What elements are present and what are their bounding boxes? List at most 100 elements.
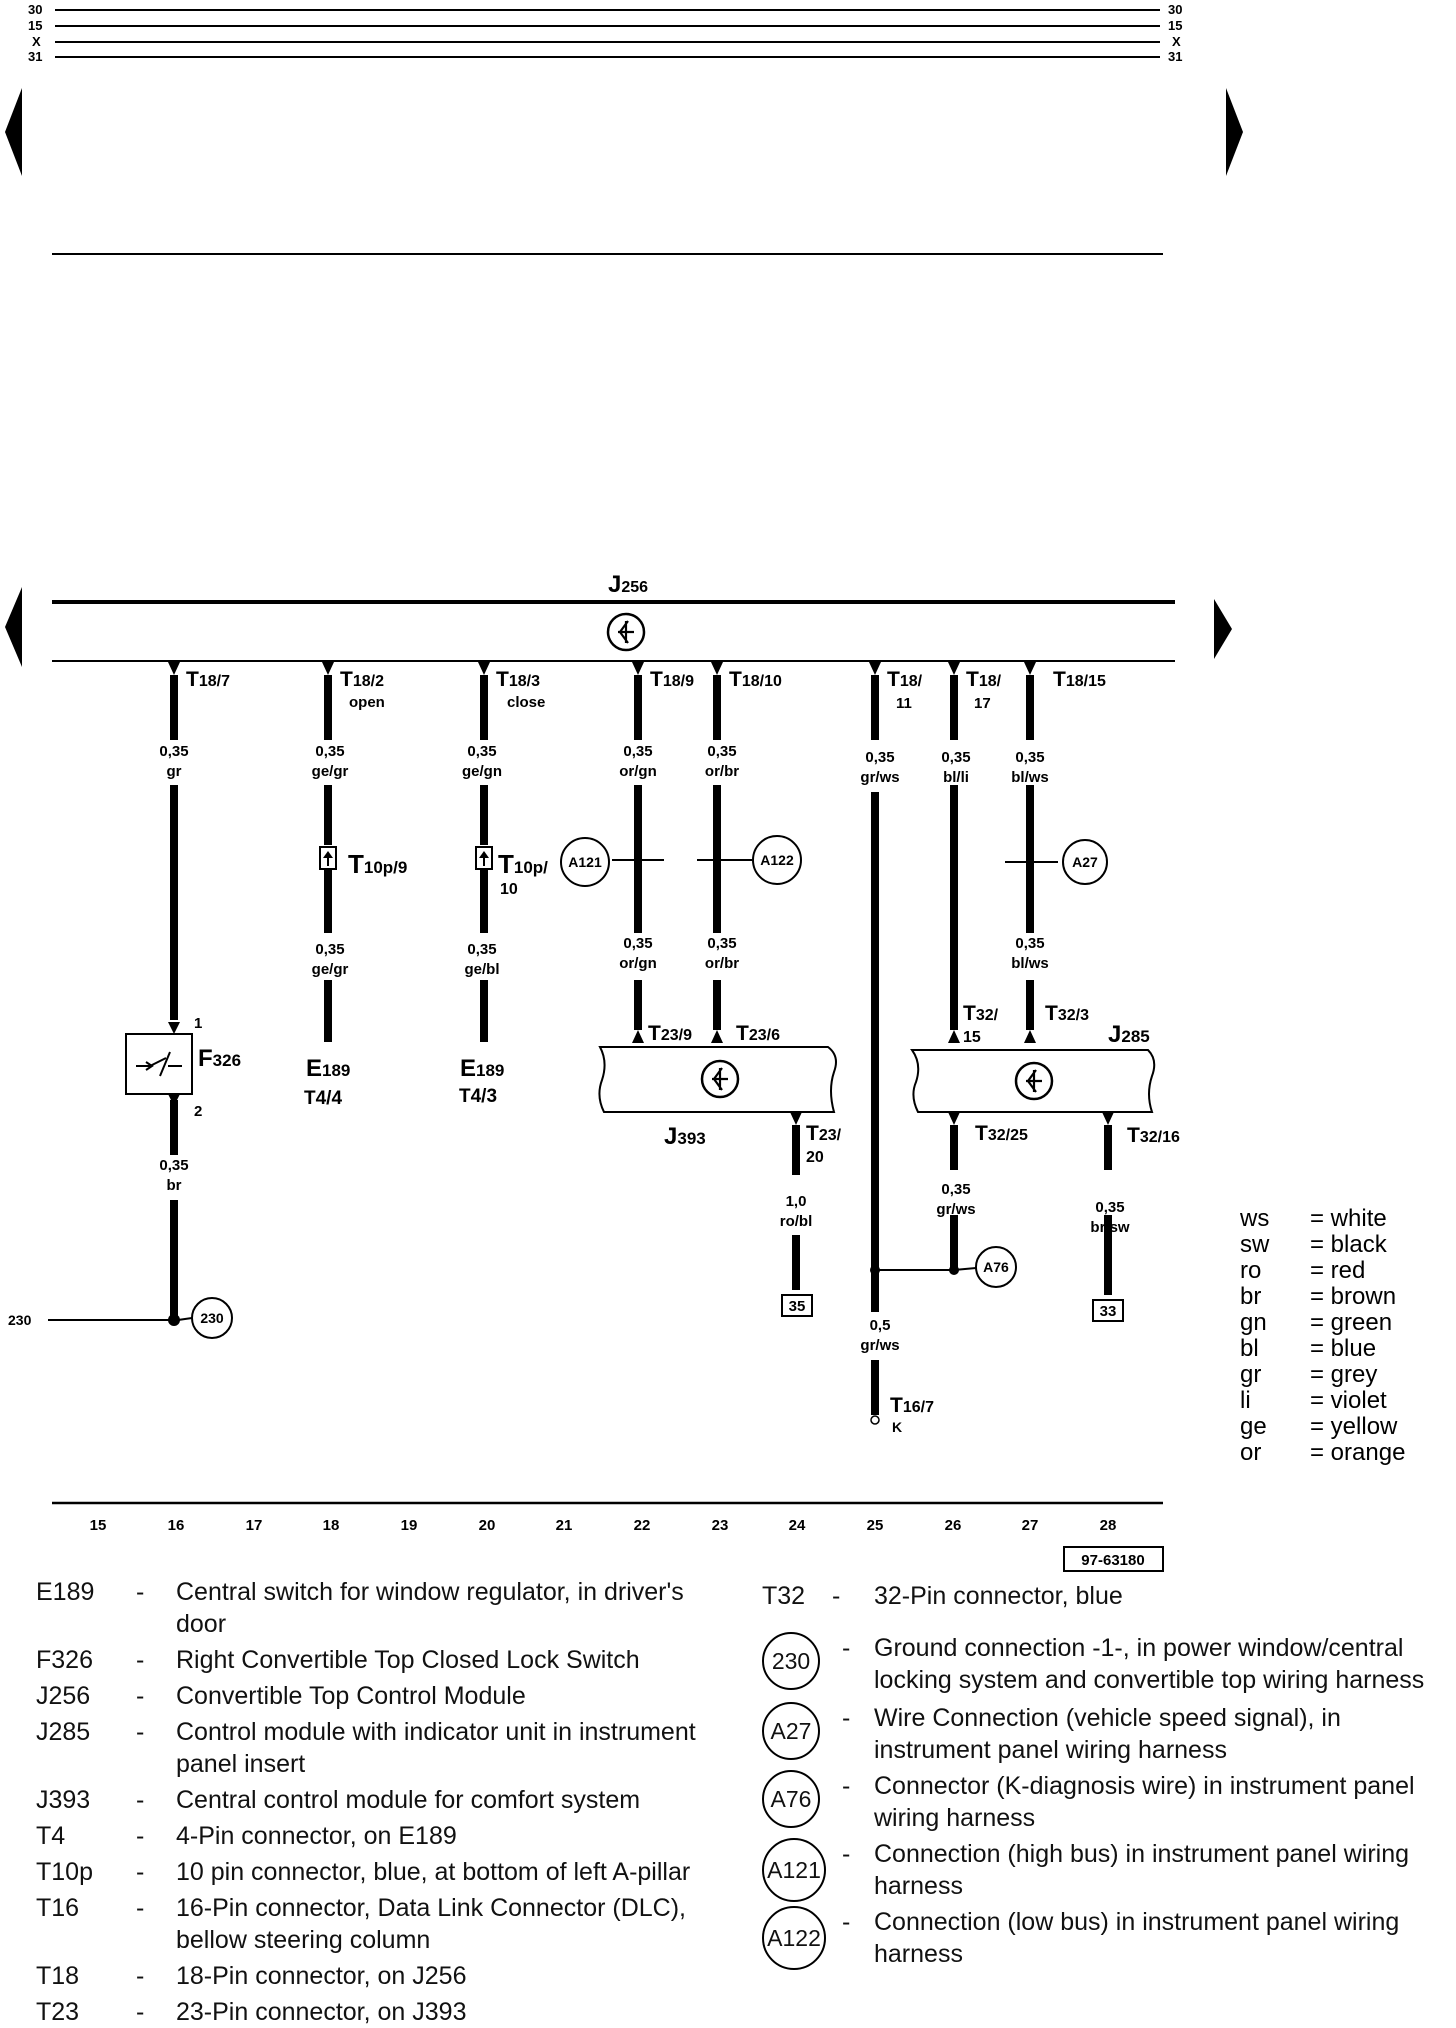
wire-18-size: 0,35 bbox=[315, 743, 344, 760]
wire-25-size: 0,35 bbox=[865, 749, 894, 766]
t32-25-label: T32/25 bbox=[975, 1122, 1028, 1145]
t18-11-label: T18/ bbox=[887, 668, 923, 691]
a122-symbol-icon: A122 bbox=[762, 1906, 826, 1970]
description-code: T18 bbox=[36, 1962, 80, 1990]
wire-24-color: ro/bl bbox=[780, 1213, 813, 1230]
legend-color: = blue bbox=[1310, 1335, 1377, 1362]
track-25: 25 bbox=[867, 1517, 884, 1534]
track-19: 19 bbox=[401, 1517, 418, 1534]
legend-code: ws bbox=[1240, 1205, 1270, 1232]
j256-connector-arrows bbox=[168, 662, 1036, 675]
a27-circle bbox=[1062, 839, 1108, 885]
reference-boxes: 35 33 bbox=[781, 1294, 1124, 1322]
a122-circle bbox=[752, 835, 802, 885]
description-dash: - bbox=[842, 1908, 851, 1936]
next-page-arrow-icon[interactable] bbox=[1226, 88, 1243, 176]
wire-27b-size: 0,35 bbox=[1015, 935, 1044, 952]
description-item: A27-Wire Connection (vehicle speed signa… bbox=[762, 1702, 1452, 1766]
a121-circle bbox=[560, 837, 610, 887]
j285-label: J285 bbox=[1108, 1021, 1150, 1048]
description-dash: - bbox=[136, 1578, 145, 1606]
description-item: 230-Ground connection -1-, in power wind… bbox=[762, 1632, 1452, 1696]
wire-23b-color: or/br bbox=[705, 955, 739, 972]
description-text: 4-Pin connector, on E189 bbox=[176, 1822, 457, 1850]
wire-28-size: 0,35 bbox=[1095, 1199, 1124, 1216]
prev-section-arrow-icon[interactable] bbox=[5, 587, 22, 667]
t18-9-label: T18/9 bbox=[650, 668, 694, 691]
description-code: T10p bbox=[36, 1858, 93, 1886]
description-code-wrap: A76 bbox=[762, 1770, 842, 1834]
j393-module: T23/9 T23/6 T23/ 20 J393 bbox=[598, 1022, 842, 1166]
description-dash: - bbox=[136, 1822, 145, 1850]
ground-230: 230 bbox=[8, 1312, 193, 1328]
description-text: Connection (high bus) in instrument pane… bbox=[874, 1840, 1410, 1900]
t10p-10-label: T10p/ bbox=[498, 849, 548, 879]
legend-code: ge bbox=[1240, 1413, 1267, 1440]
t16-pin-icon bbox=[870, 1415, 880, 1425]
track-20: 20 bbox=[479, 1517, 496, 1534]
wire-20-color: ge/gn bbox=[462, 763, 502, 780]
legend-color: = grey bbox=[1310, 1361, 1378, 1388]
wire-18b-color: ge/gr bbox=[312, 961, 349, 978]
legend-row: sw= black bbox=[1240, 1232, 1405, 1258]
description-text: 18-Pin connector, on J256 bbox=[176, 1962, 467, 1990]
t16-7-label: T16/7 bbox=[890, 1394, 934, 1417]
track-27: 27 bbox=[1022, 1517, 1039, 1534]
j393-label: J393 bbox=[664, 1123, 706, 1150]
component-descriptions-left: E189-Central switch for window regulator… bbox=[36, 1576, 726, 2028]
ground-230-circle-label: 230 bbox=[200, 1310, 224, 1326]
legend-row: br= brown bbox=[1240, 1284, 1405, 1310]
figure-id: 97-63180 bbox=[1081, 1552, 1144, 1569]
track-21: 21 bbox=[556, 1517, 573, 1534]
description-code: J285 bbox=[36, 1718, 91, 1746]
control-unit-symbol-icon bbox=[606, 612, 646, 652]
description-item: T18-18-Pin connector, on J256 bbox=[36, 1960, 726, 1992]
wire-16b-color: br bbox=[167, 1177, 182, 1194]
description-code-wrap: A122 bbox=[762, 1906, 842, 1970]
ref-33-label: 33 bbox=[1100, 1303, 1117, 1320]
wire-20-size: 0,35 bbox=[467, 743, 496, 760]
legend-color: = black bbox=[1310, 1231, 1387, 1258]
legend-code: gr bbox=[1240, 1361, 1262, 1388]
wires bbox=[170, 675, 1112, 1415]
rail-label-30: 30 bbox=[28, 2, 42, 17]
legend-color: = violet bbox=[1310, 1387, 1387, 1414]
t18-3-note: close bbox=[507, 694, 545, 711]
f326-label: F326 bbox=[198, 1045, 241, 1072]
track-24: 24 bbox=[789, 1517, 806, 1534]
t18-7-label: T18/7 bbox=[186, 668, 230, 691]
prev-page-arrow-icon[interactable] bbox=[5, 88, 22, 176]
wire-26-color: bl/li bbox=[943, 769, 969, 786]
description-item: J393-Central control module for comfort … bbox=[36, 1784, 726, 1816]
ref-box-33 bbox=[1092, 1299, 1124, 1322]
description-code: F326 bbox=[36, 1646, 93, 1674]
legend-code: br bbox=[1240, 1283, 1262, 1310]
switch-contact-icon bbox=[136, 1051, 182, 1077]
description-dash: - bbox=[842, 1840, 851, 1868]
description-dash: - bbox=[842, 1704, 851, 1732]
a122-label: A122 bbox=[760, 852, 794, 868]
description-code: T16 bbox=[36, 1894, 80, 1922]
wire-25-color: gr/ws bbox=[860, 769, 899, 786]
t18-2-label: T18/2 bbox=[340, 668, 384, 691]
rail-label-15-right: 15 bbox=[1168, 18, 1182, 33]
description-item: T10p-10 pin connector, blue, at bottom o… bbox=[36, 1856, 726, 1888]
wire-26b-size: 0,35 bbox=[941, 1181, 970, 1198]
track-28: 28 bbox=[1100, 1517, 1117, 1534]
description-text: Control module with indicator unit in in… bbox=[176, 1718, 696, 1778]
description-dash: - bbox=[136, 1894, 145, 1922]
t18-connector-labels: T18/7 T18/2 open T18/3 close T18/9 T18/1… bbox=[186, 668, 1106, 712]
next-section-arrow-icon[interactable] bbox=[1214, 599, 1232, 659]
e189-b-pin: T4/3 bbox=[459, 1086, 497, 1107]
legend-row: or= orange bbox=[1240, 1440, 1405, 1466]
description-text: Ground connection -1-, in power window/c… bbox=[874, 1634, 1425, 1694]
e189-b-label: E189 bbox=[460, 1055, 504, 1082]
j285-control-unit-icon bbox=[1014, 1061, 1054, 1101]
a76-symbol-icon: A76 bbox=[762, 1770, 820, 1828]
description-item: A76-Connector (K-diagnosis wire) in inst… bbox=[762, 1770, 1452, 1834]
f326-pin2: 2 bbox=[194, 1103, 202, 1120]
wire-26-size: 0,35 bbox=[941, 749, 970, 766]
description-item: T16-16-Pin connector, Data Link Connecto… bbox=[36, 1892, 726, 1956]
track-18: 18 bbox=[323, 1517, 340, 1534]
